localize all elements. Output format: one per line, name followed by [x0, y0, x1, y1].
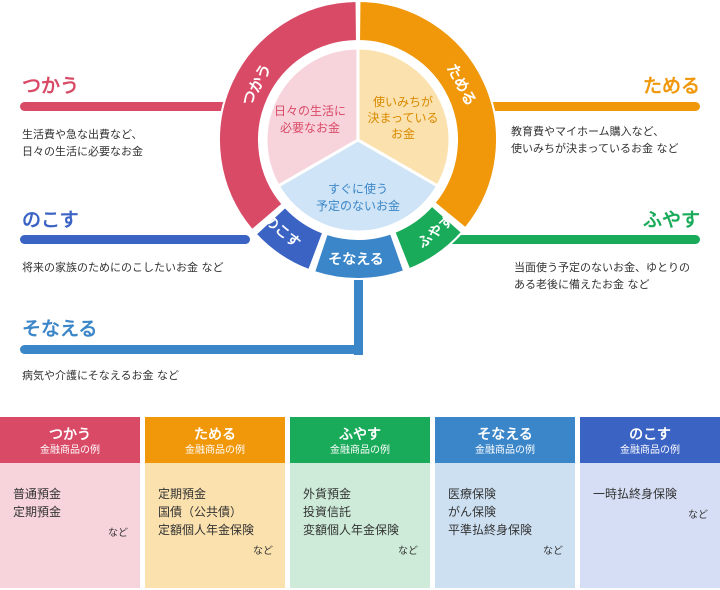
fuyasu-description: 当面使う予定のないお金、ゆとりの ある老後に備えたお金 など: [514, 259, 690, 293]
tameru-ring-segment: [358, 0, 498, 230]
sonaeru-ring-segment: [312, 232, 406, 280]
column-subtitle: 金融商品の例: [185, 445, 245, 456]
fuyasu-description-line: ある老後に備えたお金 など: [514, 278, 650, 291]
tameru-connector-line: [480, 102, 700, 111]
column-title: ためる: [194, 427, 236, 443]
inner-sector-daily-living: [264, 46, 360, 189]
column-header: そなえる 金融商品の例: [435, 417, 575, 463]
sonaeru-ring-label: そなえる: [328, 252, 384, 268]
product-column-tameru: ためる 金融商品の例 定期預金 国債（公共債） 定額個人年金保険 など: [145, 417, 285, 588]
inner-left-line-2: 必要なお金: [280, 120, 340, 135]
tsukau-title: つかう: [22, 75, 80, 97]
product-column-nokosu: のこす 金融商品の例 一時払終身保険 など: [580, 417, 720, 588]
column-title: ふやす: [339, 427, 381, 443]
product-item: 変額個人年金保険: [303, 523, 400, 537]
product-item: 一時払終身保険: [593, 487, 678, 501]
sonaeru-connector-line: [20, 345, 363, 354]
column-subtitle: 金融商品の例: [620, 445, 680, 456]
inner-bottom-line-1: すぐに使う: [328, 181, 388, 196]
inner-right-line-1: 使いみちが: [373, 94, 433, 109]
fuyasu-connector-line: [440, 235, 700, 244]
etc-label: など: [688, 510, 708, 521]
inner-right-line-2: 決まっている: [368, 111, 439, 125]
etc-label: など: [108, 528, 128, 539]
fuyasu-title: ふやす: [642, 209, 700, 231]
column-body: 医療保険 がん保険 平準払終身保険 など: [435, 463, 575, 588]
tsukau-description-line: 日々の生活に必要なお金: [22, 145, 143, 158]
sonaeru-description: 病気や介護にそなえるお金 など: [22, 367, 179, 384]
column-body: 外貨預金 投資信託 変額個人年金保険 など: [290, 463, 430, 588]
tameru-title: ためる: [642, 75, 700, 97]
column-header: ふやす 金融商品の例: [290, 417, 430, 463]
inner-right-line-3: お金: [391, 126, 415, 141]
column-title: そなえる: [477, 427, 533, 443]
sonaeru-connector-vertical: [354, 270, 363, 355]
sonaeru-description-line: 病気や介護にそなえるお金 など: [22, 369, 179, 382]
product-item: 普通預金: [13, 487, 62, 501]
tsukau-connector-line: [20, 102, 235, 111]
sonaeru-title: そなえる: [22, 318, 98, 340]
column-title: のこす: [629, 427, 671, 443]
product-item: 外貨預金: [303, 487, 352, 501]
nokosu-description: 将来の家族のためにのこしたいお金 など: [22, 259, 224, 276]
product-item: 定期預金: [158, 487, 207, 501]
nokosu-connector-line: [20, 235, 250, 244]
inner-sector-unplanned: [276, 138, 440, 234]
product-item: 医療保険: [448, 487, 497, 501]
nokosu-title: のこす: [22, 209, 79, 231]
column-subtitle: 金融商品の例: [330, 445, 390, 456]
column-body: 一時払終身保険 など: [580, 463, 720, 588]
product-item: 平準払終身保険: [448, 523, 533, 537]
tsukau-description-line: 生活費や急な出費など、: [22, 128, 143, 141]
tameru-description-line: 使いみちが決まっているお金 など: [511, 142, 679, 155]
inner-sector-planned-use: [356, 46, 452, 189]
column-header: のこす 金融商品の例: [580, 417, 720, 463]
product-column-fuyasu: ふやす 金融商品の例 外貨預金 投資信託 変額個人年金保険 など: [290, 417, 430, 588]
product-item: 投資信託: [303, 505, 352, 519]
column-header: つかう 金融商品の例: [0, 417, 140, 463]
tsukau-description: 生活費や急な出費など、 日々の生活に必要なお金: [22, 126, 143, 160]
fuyasu-description-line: 当面使う予定のないお金、ゆとりの: [514, 261, 690, 274]
nokosu-ring-segment: [254, 205, 325, 272]
product-column-tsukau: つかう 金融商品の例 普通預金 定期預金 など: [0, 417, 140, 588]
product-item: 定期預金: [13, 505, 62, 519]
product-item: 定額個人年金保険: [158, 523, 255, 537]
column-header: ためる 金融商品の例: [145, 417, 285, 463]
tameru-description-line: 教育費やマイホーム購入など、: [511, 125, 665, 138]
column-subtitle: 金融商品の例: [40, 445, 100, 456]
column-title: つかう: [49, 427, 91, 443]
nokosu-description-line: 将来の家族のためにのこしたいお金 など: [22, 261, 224, 274]
product-column-sonaeru: そなえる 金融商品の例 医療保険 がん保険 平準払終身保険 など: [435, 417, 575, 588]
tsukau-ring-segment: [218, 0, 358, 232]
etc-label: など: [398, 546, 418, 557]
etc-label: など: [543, 546, 563, 557]
money-purpose-diagram: つかう ためる のこす そなえる ふやす 日々の生活に 必要なお金 使いみちが …: [20, 0, 700, 355]
product-item: 国債（公共債）: [158, 505, 243, 519]
fuyasu-ring-segment: [393, 204, 464, 271]
column-subtitle: 金融商品の例: [475, 445, 535, 456]
inner-bottom-line-2: 予定のないお金: [316, 198, 400, 213]
column-body: 定期預金 国債（公共債） 定額個人年金保険 など: [145, 463, 285, 588]
inner-left-line-1: 日々の生活に: [274, 104, 346, 118]
product-item: がん保険: [448, 505, 497, 519]
etc-label: など: [253, 546, 273, 557]
tameru-description: 教育費やマイホーム購入など、 使いみちが決まっているお金 など: [511, 123, 679, 157]
column-body: 普通預金 定期預金 など: [0, 463, 140, 588]
